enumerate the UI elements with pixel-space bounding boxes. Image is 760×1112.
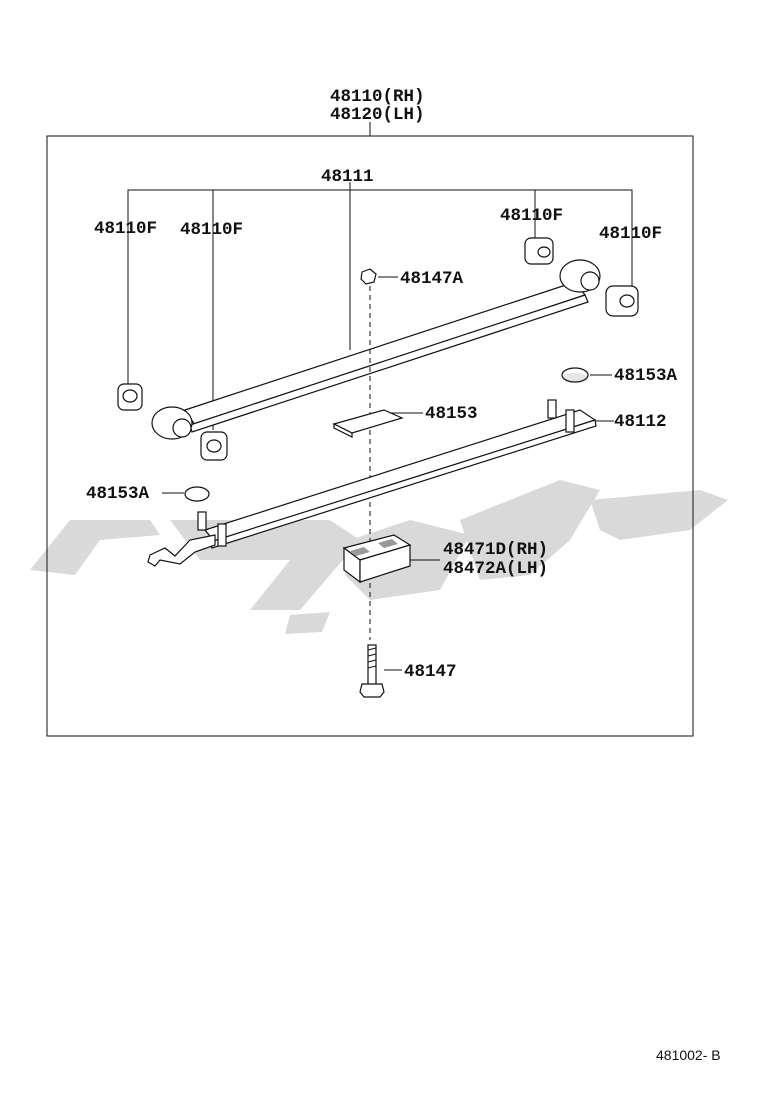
- label-48110f-front-inner: 48110F: [180, 220, 243, 240]
- figure-reference: 481002- B: [656, 1047, 721, 1063]
- bushing-front-inner: [200, 431, 228, 461]
- bushing-rear-inner: [524, 237, 554, 265]
- main-leaf-spring: [151, 259, 601, 440]
- second-leaf-spring: [147, 399, 597, 567]
- assembly-frame: [46, 135, 694, 737]
- label-48153a-rear: 48153A: [614, 366, 678, 386]
- leader-bracket-48110f: [127, 189, 633, 410]
- label-48472a-lh: 48472A(LH): [443, 559, 548, 579]
- leaf-insert-front: [184, 486, 210, 502]
- label-48110f-front-outer: 48110F: [94, 219, 157, 239]
- spacer-plate: [332, 409, 404, 438]
- label-48110f-rear-outer: 48110F: [599, 224, 662, 244]
- label-48147: 48147: [404, 662, 457, 682]
- leaf-insert-rear: [561, 367, 589, 383]
- assembly-title-rh: 48110(RH): [330, 87, 425, 107]
- label-48111: 48111: [321, 167, 374, 187]
- label-48153a-front: 48153A: [86, 484, 150, 504]
- bushing-front-outer: [117, 383, 143, 411]
- label-48112: 48112: [614, 412, 667, 432]
- label-48147a: 48147A: [400, 269, 464, 289]
- label-48471d-rh: 48471D(RH): [443, 540, 548, 560]
- bushing-rear-outer: [605, 285, 639, 317]
- center-bolt: [359, 644, 385, 698]
- spacer-block: [342, 534, 412, 584]
- center-bolt-nut: [360, 268, 377, 285]
- assembly-title-lh: 48120(LH): [330, 105, 425, 125]
- label-48153: 48153: [425, 404, 478, 424]
- label-48110f-rear-inner: 48110F: [500, 206, 563, 226]
